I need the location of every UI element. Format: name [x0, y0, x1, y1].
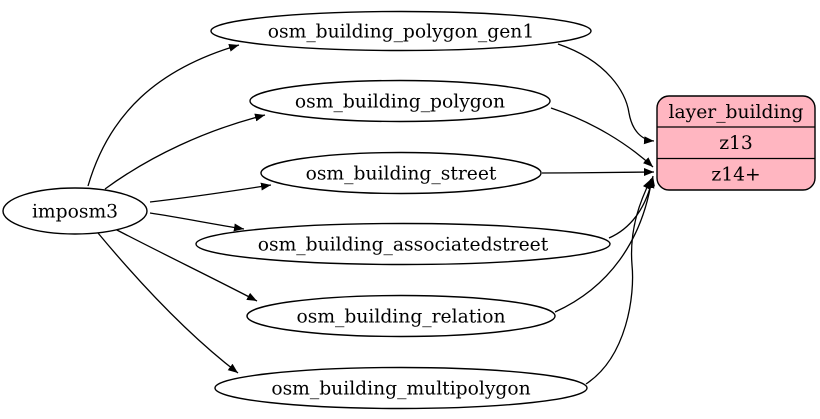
layer-building-box	[656, 95, 816, 191]
node-osm-building-street: osm_building_street	[260, 151, 542, 195]
multipolygon-ellipse	[214, 366, 588, 410]
node-osm-building-associatedstreet: osm_building_associatedstreet	[195, 222, 611, 266]
imposm3-ellipse	[2, 187, 148, 235]
edge-imposm3-to-relation	[114, 228, 258, 302]
edge-imposm3-to-street	[149, 182, 272, 203]
associatedstreet-label: osm_building_associatedstreet	[258, 235, 549, 256]
polygon-label: osm_building_polygon	[295, 92, 505, 113]
polygon-gen1-label: osm_building_polygon_gen1	[268, 22, 534, 43]
edge-imposm3-to-associatedstreet	[149, 212, 245, 232]
multipolygon-label: osm_building_multipolygon	[271, 379, 530, 400]
street-ellipse	[260, 151, 542, 195]
layer-building-title: layer_building	[669, 102, 804, 123]
edge-polygon-gen1-to-z13	[557, 43, 655, 145]
edge-polygon-to-z14	[550, 107, 654, 168]
node-layer-building: layer_building z13 z14+	[656, 95, 816, 191]
edge-imposm3-to-polygon	[104, 113, 266, 190]
layer-building-row-z13: z13	[719, 133, 753, 154]
node-osm-building-polygon: osm_building_polygon	[249, 79, 551, 123]
edge-imposm3-to-polygon-gen1	[87, 43, 240, 187]
edge-imposm3-to-multipolygon	[97, 232, 239, 374]
edge-associatedstreet-to-z14	[608, 175, 655, 239]
relation-ellipse	[246, 294, 556, 338]
polygon-gen1-ellipse	[210, 10, 592, 52]
edge-street-to-z14	[541, 168, 655, 177]
node-osm-building-multipolygon: osm_building_multipolygon	[214, 366, 588, 410]
layer-building-row-z14: z14+	[711, 165, 760, 186]
street-label: osm_building_street	[306, 164, 497, 185]
edge-group	[87, 43, 655, 385]
node-osm-building-polygon-gen1: osm_building_polygon_gen1	[210, 10, 592, 52]
node-imposm3: imposm3	[2, 187, 148, 235]
imposm3-label: imposm3	[32, 202, 118, 223]
relation-label: osm_building_relation	[296, 307, 505, 328]
polygon-ellipse	[249, 79, 551, 123]
associatedstreet-ellipse	[195, 222, 611, 266]
node-osm-building-relation: osm_building_relation	[246, 294, 556, 338]
edge-multipolygon-to-z14	[585, 178, 652, 385]
edge-relation-to-z14	[554, 177, 655, 313]
